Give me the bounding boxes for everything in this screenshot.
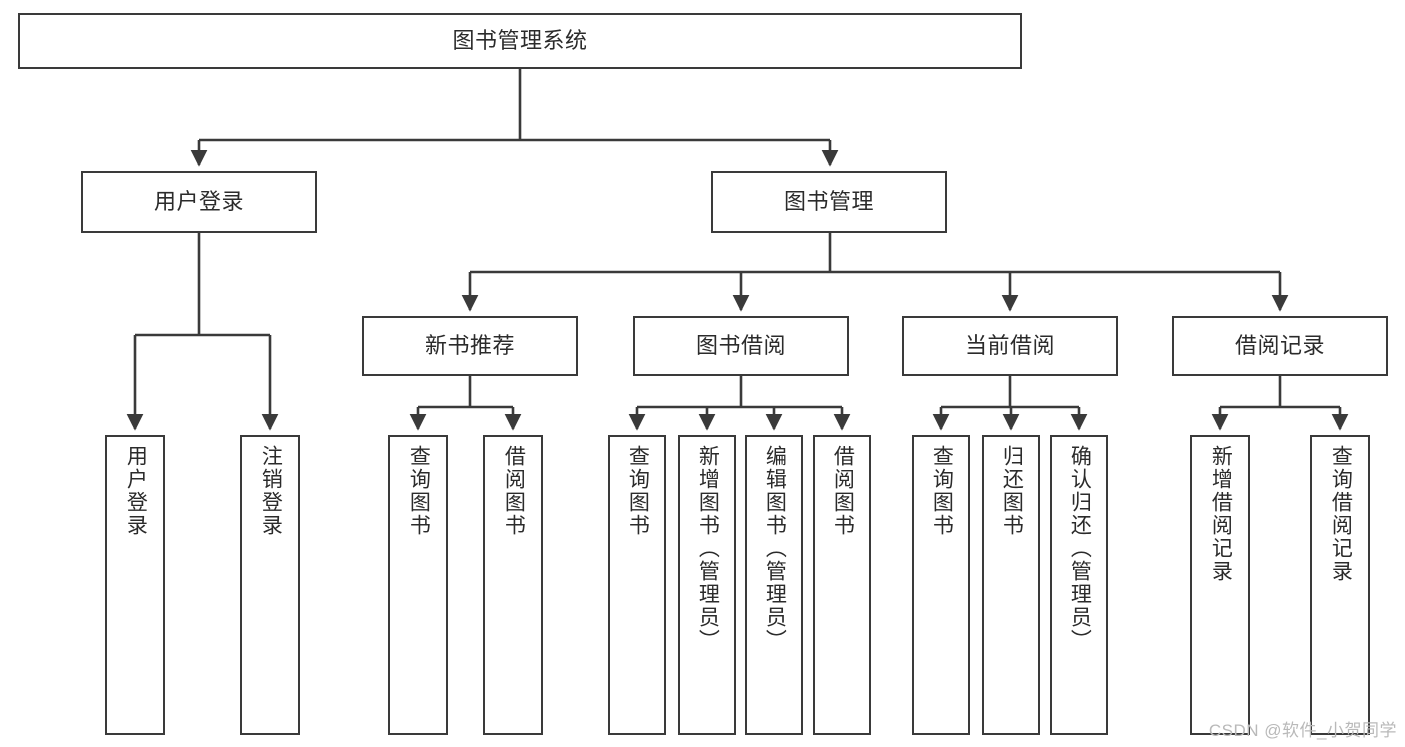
csdn-watermark: CSDN @软件_小贺同学 <box>1208 721 1397 740</box>
node-leaf-query-book-2-label: 查询图书 <box>626 445 650 537</box>
node-leaf-borrow-book-1[interactable]: 借阅图书 <box>483 435 543 735</box>
node-leaf-user-logout-label: 注销登录 <box>259 445 283 537</box>
node-leaf-confirm-return[interactable]: 确认归还（管理员） <box>1050 435 1108 735</box>
node-leaf-query-book-2[interactable]: 查询图书 <box>608 435 666 735</box>
node-leaf-query-book-3[interactable]: 查询图书 <box>912 435 970 735</box>
node-book-borrow-label: 图书借阅 <box>695 332 786 358</box>
node-book-borrow[interactable]: 图书借阅 <box>633 316 849 376</box>
node-root[interactable]: 图书管理系统 <box>18 13 1022 69</box>
node-leaf-return-book-label: 归还图书 <box>1000 445 1024 537</box>
node-book-manage[interactable]: 图书管理 <box>711 171 947 233</box>
node-leaf-confirm-return-label: 确认归还（管理员） <box>1068 445 1092 652</box>
node-current-borrow-label: 当前借阅 <box>964 332 1055 358</box>
node-borrow-record[interactable]: 借阅记录 <box>1172 316 1388 376</box>
node-leaf-query-record[interactable]: 查询借阅记录 <box>1310 435 1370 735</box>
node-user-login[interactable]: 用户登录 <box>81 171 317 233</box>
node-root-label: 图书管理系统 <box>452 27 588 53</box>
node-book-manage-label: 图书管理 <box>783 188 874 214</box>
node-leaf-add-book[interactable]: 新增图书（管理员） <box>678 435 736 735</box>
node-leaf-query-record-label: 查询借阅记录 <box>1329 445 1353 583</box>
node-leaf-borrow-book-1-label: 借阅图书 <box>502 445 526 537</box>
node-new-book-rec[interactable]: 新书推荐 <box>362 316 578 376</box>
node-leaf-query-book-3-label: 查询图书 <box>930 445 954 537</box>
node-user-login-label: 用户登录 <box>153 188 244 214</box>
node-leaf-edit-book[interactable]: 编辑图书（管理员） <box>745 435 803 735</box>
node-leaf-user-logout[interactable]: 注销登录 <box>240 435 300 735</box>
node-leaf-borrow-book-2[interactable]: 借阅图书 <box>813 435 871 735</box>
node-leaf-user-login[interactable]: 用户登录 <box>105 435 165 735</box>
node-leaf-query-book-1[interactable]: 查询图书 <box>388 435 448 735</box>
node-borrow-record-label: 借阅记录 <box>1234 332 1325 358</box>
node-leaf-borrow-book-2-label: 借阅图书 <box>831 445 855 537</box>
node-leaf-return-book[interactable]: 归还图书 <box>982 435 1040 735</box>
node-leaf-add-record[interactable]: 新增借阅记录 <box>1190 435 1250 735</box>
node-leaf-add-book-label: 新增图书（管理员） <box>696 445 720 652</box>
node-leaf-add-record-label: 新增借阅记录 <box>1209 445 1233 583</box>
node-current-borrow[interactable]: 当前借阅 <box>902 316 1118 376</box>
node-new-book-rec-label: 新书推荐 <box>424 332 515 358</box>
node-leaf-edit-book-label: 编辑图书（管理员） <box>763 445 787 652</box>
node-leaf-query-book-1-label: 查询图书 <box>407 445 431 537</box>
node-leaf-user-login-label: 用户登录 <box>124 445 148 537</box>
